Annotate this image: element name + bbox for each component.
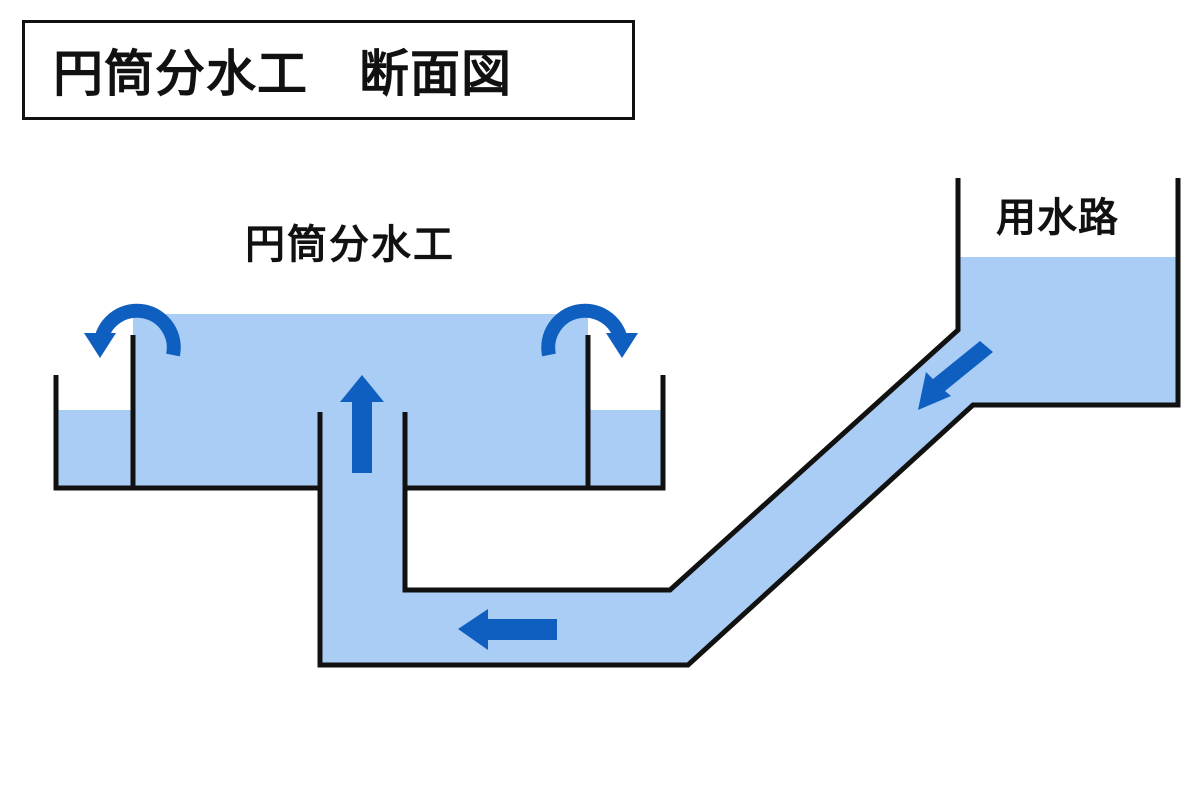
riser-pipe-left-wall [317,178,1181,668]
right-overflow-arrowhead-icon [606,333,638,358]
left-overflow-arrowhead-icon [84,333,116,358]
left-arrow-icon [458,609,557,650]
overflow-arrowheads [84,333,638,358]
structure-walls [53,178,1181,668]
outer-channel-left-water [56,410,133,488]
flow-arrows [340,341,993,650]
diagonal-arrow-icon [918,341,993,410]
cylinder-diversion-label: 円筒分水工 [245,222,455,268]
diagram-title: 円筒分水工 断面図 [22,20,635,120]
left-overflow-arrow-icon [94,303,181,357]
outer-channel-right-water [588,410,663,488]
up-arrow-icon [340,375,384,473]
riser-pipe-right-wall [402,178,961,593]
overflow-arrows [94,303,628,357]
outer-channel-wall-right [405,375,666,491]
irrigation-canal-label: 用水路 [996,195,1119,241]
outer-channel-wall [53,375,320,491]
right-overflow-arrow-icon [541,303,628,357]
